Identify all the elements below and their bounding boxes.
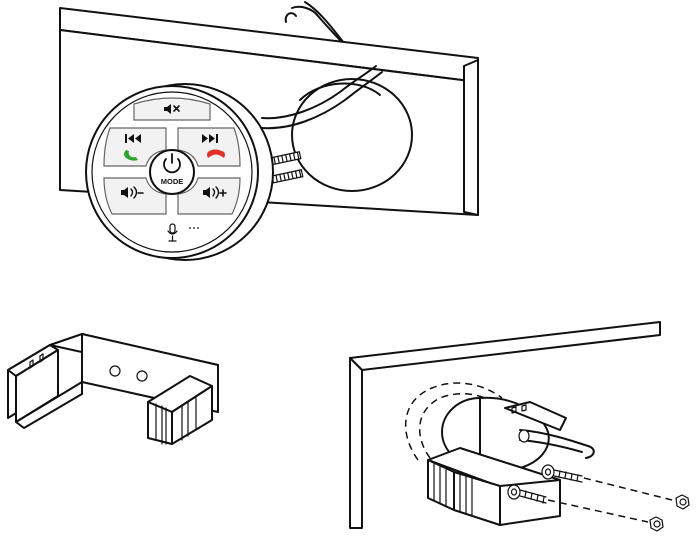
volume-down-icon bbox=[121, 186, 144, 199]
bracket-screw-lower bbox=[507, 484, 547, 504]
nut-upper bbox=[675, 494, 690, 510]
mode-label: MODE bbox=[161, 177, 184, 186]
volume-up-icon bbox=[203, 186, 227, 199]
previous-track-icon bbox=[125, 134, 141, 143]
bracket-screw-upper bbox=[541, 464, 583, 483]
next-track-icon bbox=[202, 134, 218, 143]
previous-answer-button[interactable] bbox=[103, 127, 167, 167]
speaker-mute-icon bbox=[164, 104, 180, 114]
phone-hangup-icon bbox=[207, 149, 225, 158]
nut-lower bbox=[649, 516, 664, 532]
remote-control: MODE bbox=[85, 85, 259, 259]
indicator-dots bbox=[189, 227, 199, 229]
installation-detail bbox=[349, 321, 690, 532]
mounting-bracket bbox=[7, 333, 219, 445]
power-icon bbox=[163, 153, 181, 174]
microphone-icon bbox=[167, 223, 178, 242]
mute-button[interactable] bbox=[133, 97, 211, 121]
phone-answer-icon bbox=[124, 150, 138, 161]
panel-hole bbox=[261, 65, 413, 192]
